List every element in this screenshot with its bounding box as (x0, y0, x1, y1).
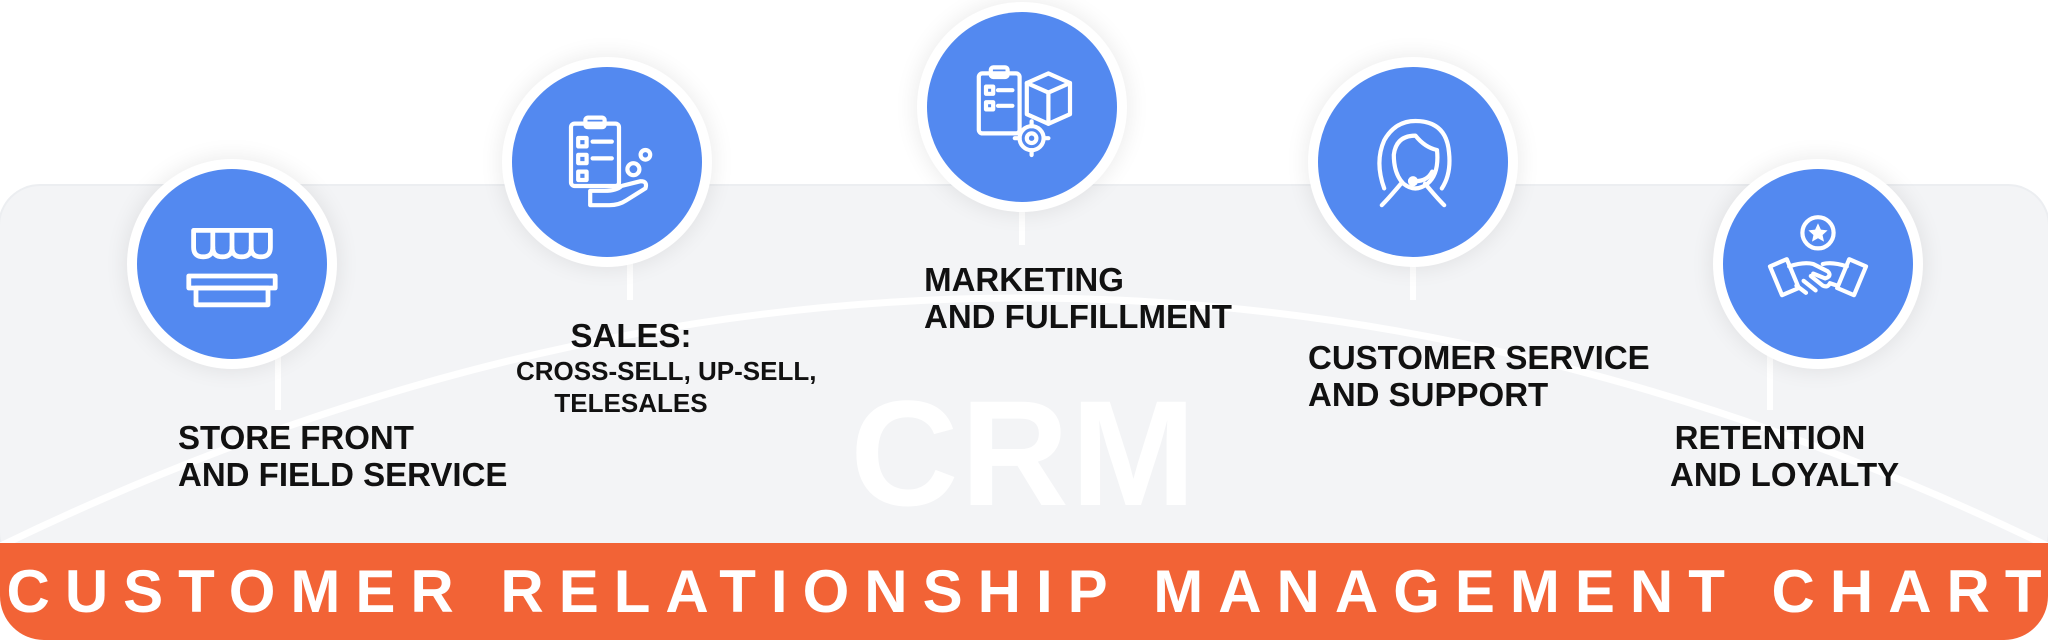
stage-3-line-1: MARKETING (924, 261, 1124, 298)
stage-1-line-1: STORE FRONT (178, 419, 414, 456)
stage-4-node (1318, 67, 1508, 257)
stage-3-label: MARKETING AND FULFILLMENT (924, 261, 1232, 336)
stage-1-node (137, 169, 327, 359)
storefront-icon (186, 228, 278, 308)
stage-2-label: SALES: CROSS-SELL, UP-SELL, TELESALES (516, 317, 817, 420)
banner-title: CUSTOMER RELATIONSHIP MANAGEMENT CHART (6, 558, 2048, 625)
crm-watermark: CRM (850, 369, 1198, 537)
stage-5-line-1: RETENTION (1674, 419, 1866, 456)
stage-2-line-2: CROSS-SELL, UP-SELL, (516, 355, 817, 386)
clipboard-hand-icon (568, 115, 653, 208)
stage-1-line-2: AND FIELD SERVICE (178, 455, 508, 493)
stage-2-line-1: SALES: (570, 317, 692, 354)
stage-2-node (512, 67, 702, 257)
diagram-panel (0, 186, 2048, 571)
stage-4-line-2: AND SUPPORT (1308, 375, 1549, 413)
handshake-star-icon (1767, 215, 1869, 298)
stage-2-line-3: TELESALES (554, 388, 708, 419)
stage-3-node (927, 12, 1117, 202)
arc-line (0, 294, 2048, 551)
stage-5-node (1723, 169, 1913, 359)
stage-4-label: CUSTOMER SERVICE AND SUPPORT (1308, 339, 1650, 414)
title-banner: CUSTOMER RELATIONSHIP MANAGEMENT CHART (0, 543, 2048, 640)
clipboard-box-gear-icon (976, 65, 1073, 158)
stage-3-line-2: AND FULFILLMENT (924, 297, 1232, 335)
support-agent-headset-icon (1377, 118, 1452, 208)
stage-4-line-1: CUSTOMER SERVICE (1308, 339, 1650, 376)
stage-1-label: STORE FRONT AND FIELD SERVICE (178, 419, 508, 494)
stage-5-line-2: AND LOYALTY (1670, 455, 1900, 493)
stage-5-label: RETENTION AND LOYALTY (1670, 419, 1900, 494)
